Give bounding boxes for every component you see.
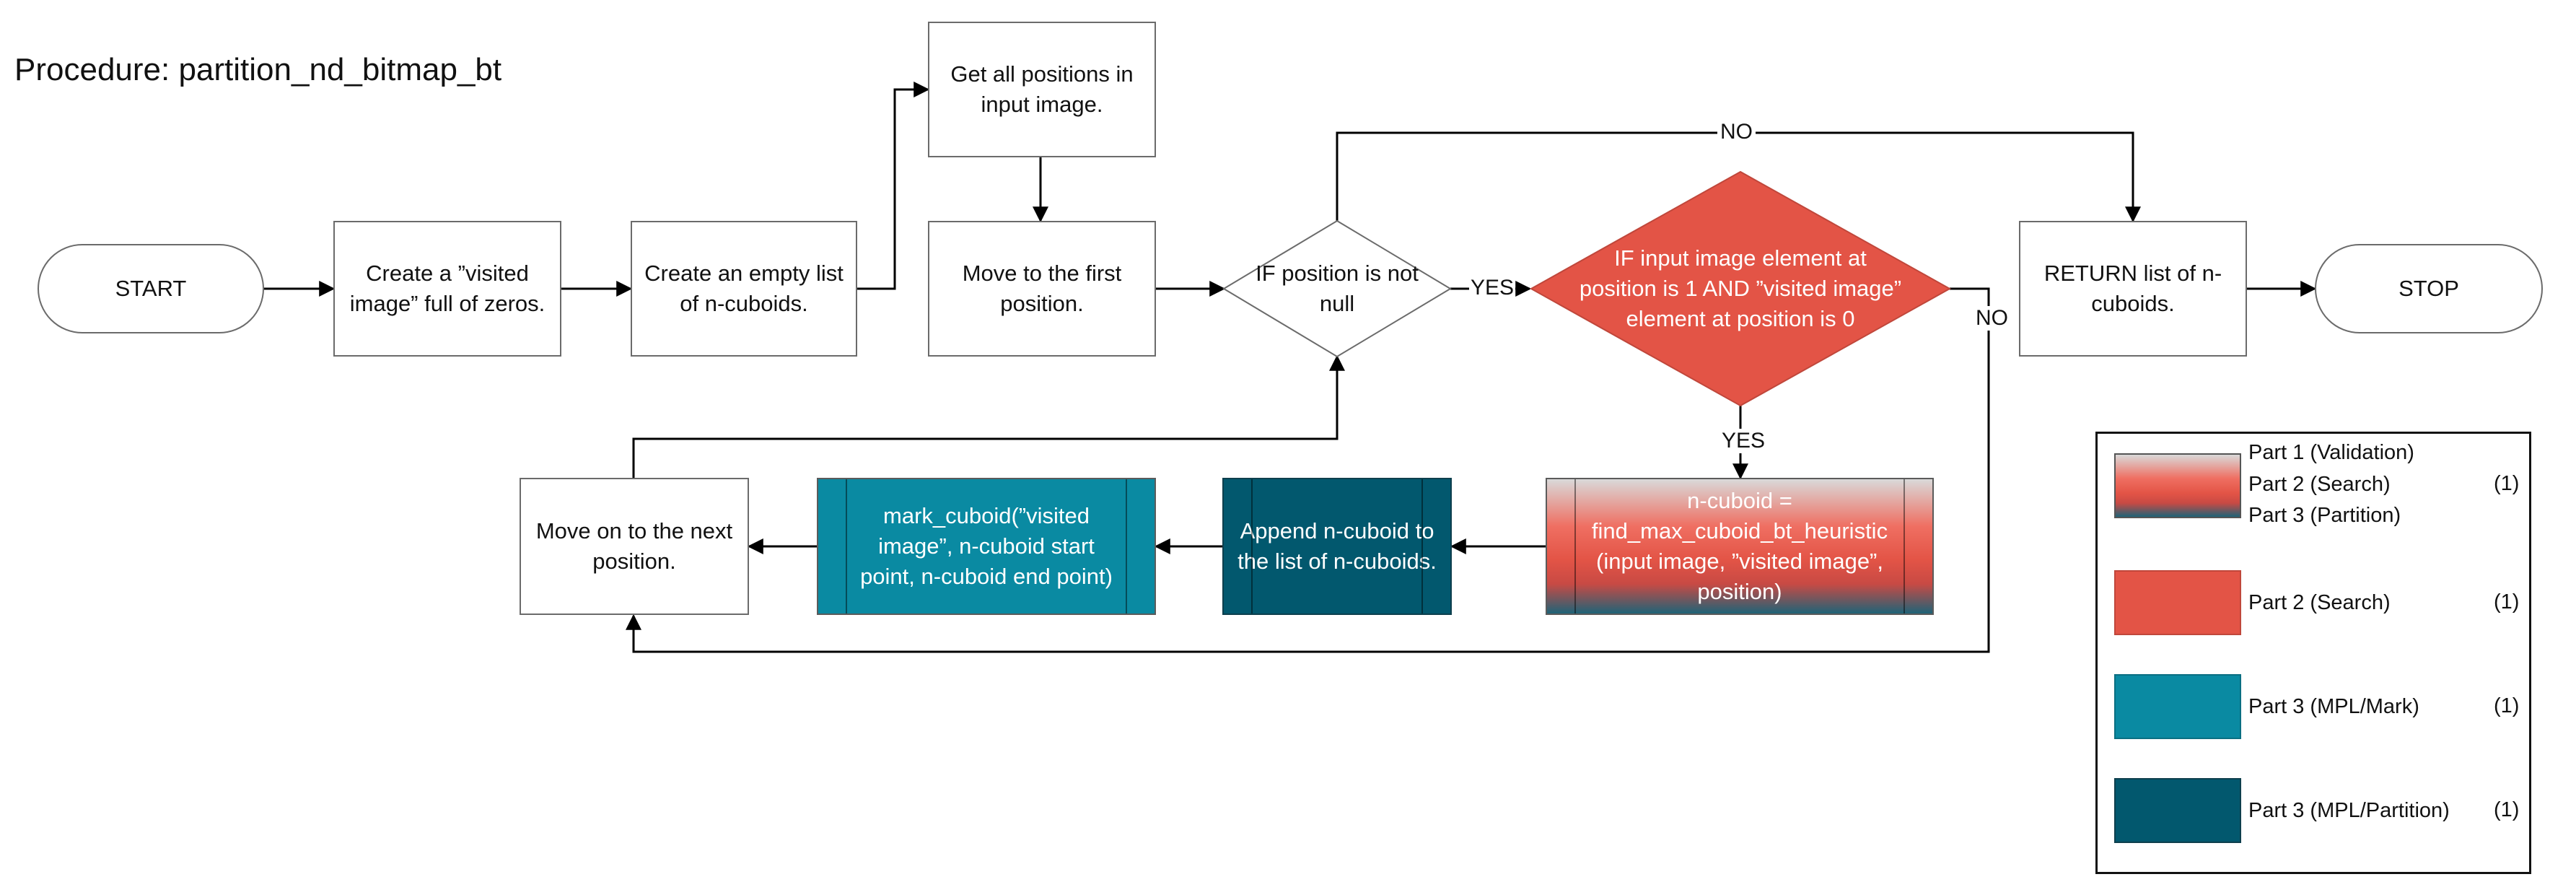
start-terminal: START (38, 244, 264, 333)
decision-position-not-null (1222, 219, 1452, 358)
stop-terminal: STOP (2315, 244, 2543, 333)
legend-label-all-parts: Part 1 (Validation) Part 2 (Search) Part… (2248, 441, 2414, 527)
append-n-cuboid-step: Append n-cuboid to the list of n-cuboids… (1222, 478, 1452, 615)
legend-swatch-search (2114, 570, 2241, 635)
edge-label-yes-mid: YES (1469, 276, 1516, 300)
legend-swatch-mpl-partition (2114, 778, 2241, 843)
edge-label-no-top: NO (1717, 120, 1756, 144)
legend-note-search: (1) (2494, 590, 2520, 614)
mark-cuboid-subprocess: mark_cuboid(”visited image”, n-cuboid st… (817, 478, 1156, 615)
decision-element-check (1529, 170, 1952, 407)
legend-swatch-all-parts (2114, 453, 2241, 518)
legend-label-search: Part 2 (Search) (2248, 591, 2391, 614)
legend-label-mpl-mark: Part 3 (MPL/Mark) (2248, 695, 2419, 718)
return-list-step: RETURN list of n-cuboids. (2019, 221, 2247, 357)
edge-label-yes-down: YES (1720, 429, 1767, 453)
page-title: Procedure: partition_nd_bitmap_bt (14, 52, 502, 87)
legend-note-all-parts: (1) (2494, 472, 2520, 495)
append-n-cuboid-label: Append n-cuboid to the list of n-cuboids… (1237, 518, 1437, 574)
edge-next-to-ifpos (632, 354, 1345, 478)
create-visited-image-step: Create a ”visited image” full of zeros. (333, 221, 561, 357)
legend-swatch-mpl-mark (2114, 674, 2241, 739)
move-to-next-position-step: Move on to the next position. (520, 478, 749, 615)
if-position-not-null-label: IF position is not null (1256, 261, 1419, 316)
edge-label-no-right: NO (1974, 306, 2010, 331)
legend-label-mpl-partition: Part 3 (MPL/Partition) (2248, 799, 2450, 822)
legend-note-mpl-partition: (1) (2494, 798, 2520, 821)
legend (2095, 432, 2531, 874)
move-to-first-position-step: Move to the first position. (928, 221, 1156, 357)
create-empty-list-step: Create an empty list of n-cuboids. (631, 221, 857, 357)
edge-list-to-positions (857, 82, 930, 290)
if-element-condition-label: IF input image element at position is 1 … (1579, 245, 1902, 331)
find-max-cuboid-subprocess: n-cuboid = find_max_cuboid_bt_heuristic … (1546, 478, 1934, 615)
legend-note-mpl-mark: (1) (2494, 694, 2520, 717)
get-all-positions-step: Get all positions in input image. (928, 22, 1156, 157)
edge-ifelem-no-to-next (626, 287, 1990, 653)
